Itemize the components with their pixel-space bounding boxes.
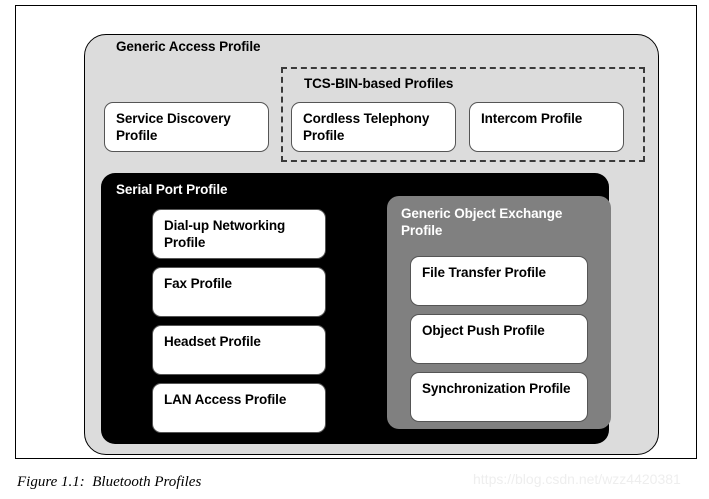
fax-profile-card: Fax Profile bbox=[152, 267, 326, 317]
lan-access-profile-label: LAN Access Profile bbox=[164, 392, 287, 407]
headset-profile-card: Headset Profile bbox=[152, 325, 326, 375]
headset-profile-label: Headset Profile bbox=[164, 334, 261, 349]
object-push-profile-card: Object Push Profile bbox=[410, 314, 588, 364]
figure-caption: Figure 1.1: Bluetooth Profiles bbox=[17, 474, 202, 490]
synchronization-profile-card: Synchronization Profile bbox=[410, 372, 588, 422]
generic-access-profile-title: Generic Access Profile bbox=[116, 39, 261, 54]
file-transfer-profile-card: File Transfer Profile bbox=[410, 256, 588, 306]
file-transfer-profile-label: File Transfer Profile bbox=[422, 265, 546, 280]
lan-access-profile-card: LAN Access Profile bbox=[152, 383, 326, 433]
cordless-telephony-profile-card: Cordless Telephony Profile bbox=[291, 102, 456, 152]
intercom-profile-label: Intercom Profile bbox=[481, 111, 583, 126]
fax-profile-label: Fax Profile bbox=[164, 276, 232, 291]
generic-object-exchange-profile-title: Generic Object Exchange Profile bbox=[401, 206, 563, 238]
synchronization-profile-label: Synchronization Profile bbox=[422, 381, 571, 396]
tcs-bin-based-profiles-container bbox=[281, 67, 645, 162]
dial-up-networking-profile-card: Dial-up Networking Profile bbox=[152, 209, 326, 259]
intercom-profile-card: Intercom Profile bbox=[469, 102, 624, 152]
watermark-text: https://blog.csdn.net/wzz4420381 bbox=[473, 471, 681, 487]
cordless-telephony-profile-label: Cordless Telephony Profile bbox=[303, 111, 430, 143]
figure-frame: Generic Access Profile Service Discovery… bbox=[15, 5, 697, 459]
object-push-profile-label: Object Push Profile bbox=[422, 323, 545, 338]
service-discovery-profile-label: Service Discovery Profile bbox=[116, 111, 231, 143]
tcs-bin-based-profiles-title: TCS-BIN-based Profiles bbox=[304, 76, 454, 91]
dial-up-networking-profile-label: Dial-up Networking Profile bbox=[164, 218, 286, 250]
service-discovery-profile-card: Service Discovery Profile bbox=[104, 102, 269, 152]
serial-port-profile-title: Serial Port Profile bbox=[116, 182, 228, 197]
